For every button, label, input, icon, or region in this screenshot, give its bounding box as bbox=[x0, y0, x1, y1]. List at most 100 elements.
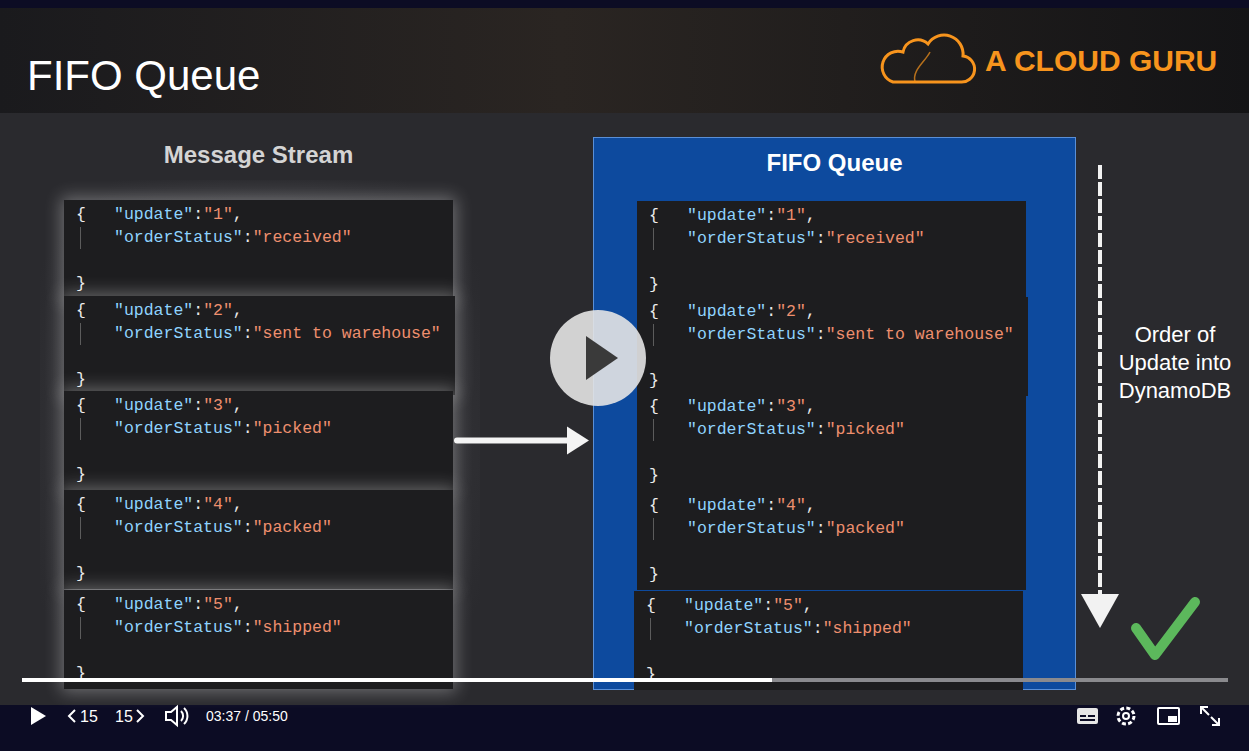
json-value: "2" bbox=[776, 302, 806, 321]
json-line: "update":"1", bbox=[687, 204, 816, 227]
pip-inner bbox=[1168, 716, 1177, 722]
json-comma: , bbox=[806, 302, 816, 321]
header-band bbox=[0, 8, 1249, 113]
json-brace: { bbox=[76, 203, 86, 226]
json-key: "orderStatus" bbox=[687, 519, 816, 538]
json-line: "orderStatus":"picked" bbox=[687, 418, 905, 441]
brace-guide bbox=[80, 323, 81, 345]
top-strip bbox=[0, 0, 1249, 8]
json-brace: } bbox=[76, 463, 86, 486]
json-comma: , bbox=[233, 595, 243, 614]
json-brace: { bbox=[649, 300, 659, 323]
json-line: "orderStatus":"received" bbox=[114, 226, 352, 249]
json-value: "4" bbox=[776, 496, 806, 515]
json-colon: : bbox=[766, 496, 776, 515]
json-brace: } bbox=[76, 662, 86, 685]
json-key: "update" bbox=[114, 205, 193, 224]
volume-waves bbox=[181, 708, 187, 724]
cloud-logo-detail bbox=[915, 52, 930, 82]
json-value: "received" bbox=[253, 228, 352, 247]
json-comma: , bbox=[803, 596, 813, 615]
brace-guide bbox=[653, 324, 654, 346]
order-arrow-shaft bbox=[1098, 165, 1102, 598]
json-line: "orderStatus":"sent to warehouse" bbox=[114, 322, 441, 345]
arrow-head bbox=[567, 427, 589, 455]
control-bar bbox=[0, 705, 1249, 751]
json-brace: { bbox=[649, 395, 659, 418]
json-value: "5" bbox=[203, 595, 233, 614]
json-key: "orderStatus" bbox=[687, 420, 816, 439]
json-value: "sent to warehouse" bbox=[253, 324, 441, 343]
skip-forward-label: 15 bbox=[115, 707, 133, 726]
message-box: {"update":"2","orderStatus":"sent to war… bbox=[64, 296, 455, 395]
json-key: "update" bbox=[114, 595, 193, 614]
json-brace: } bbox=[646, 663, 656, 686]
json-colon: : bbox=[816, 325, 826, 344]
json-brace: { bbox=[649, 494, 659, 517]
json-colon: : bbox=[816, 420, 826, 439]
json-colon: : bbox=[193, 495, 203, 514]
brace-guide bbox=[80, 617, 81, 639]
json-brace: } bbox=[649, 563, 659, 586]
json-line: "update":"5", bbox=[684, 594, 813, 617]
json-value: "sent to warehouse" bbox=[826, 325, 1014, 344]
message-box: {"update":"2","orderStatus":"sent to war… bbox=[637, 297, 1028, 396]
json-colon: : bbox=[193, 205, 203, 224]
json-key: "update" bbox=[114, 495, 193, 514]
json-brace: { bbox=[76, 394, 86, 417]
order-arrow-head bbox=[1081, 594, 1119, 628]
json-line: "update":"3", bbox=[114, 394, 243, 417]
pip-icon bbox=[1158, 708, 1179, 724]
flow-arrow bbox=[457, 427, 589, 455]
arrow-shaft bbox=[457, 438, 571, 444]
json-key: "orderStatus" bbox=[114, 228, 243, 247]
json-value: "5" bbox=[773, 596, 803, 615]
json-line: "orderStatus":"shipped" bbox=[684, 617, 912, 640]
settings-icon bbox=[1118, 708, 1134, 724]
json-value: "packed" bbox=[826, 519, 905, 538]
settings-hub bbox=[1123, 713, 1129, 719]
subtitles-icon bbox=[1077, 708, 1098, 724]
json-colon: : bbox=[243, 618, 253, 637]
json-line: "update":"4", bbox=[687, 494, 816, 517]
json-value: "picked" bbox=[826, 420, 905, 439]
time-readout: 03:37 / 05:50 bbox=[206, 708, 288, 725]
json-value: "received" bbox=[826, 229, 925, 248]
subtitles-line bbox=[1080, 715, 1086, 717]
json-comma: , bbox=[806, 496, 816, 515]
json-value: "2" bbox=[203, 301, 233, 320]
json-key: "update" bbox=[687, 206, 766, 225]
json-brace: { bbox=[646, 594, 656, 617]
json-colon: : bbox=[766, 206, 776, 225]
brace-guide bbox=[653, 419, 654, 441]
message-box: { "update":"3","orderStatus":"picked"} bbox=[64, 391, 453, 490]
json-value: "1" bbox=[203, 205, 233, 224]
json-line: "orderStatus":"picked" bbox=[114, 417, 332, 440]
json-colon: : bbox=[243, 518, 253, 537]
json-line: "orderStatus":"sent to warehouse" bbox=[687, 323, 1014, 346]
message-box: {"update":"3","orderStatus":"picked"} bbox=[637, 392, 1026, 491]
json-line: "update":"2", bbox=[114, 299, 243, 322]
json-brace: { bbox=[649, 204, 659, 227]
json-brace: } bbox=[76, 368, 86, 391]
json-brace: { bbox=[76, 593, 86, 616]
brace-guide bbox=[650, 618, 651, 640]
json-value: "shipped" bbox=[823, 619, 912, 638]
json-line: "orderStatus":"packed" bbox=[687, 517, 905, 540]
json-colon: : bbox=[193, 301, 203, 320]
stream-halo bbox=[40, 180, 480, 690]
json-line: "orderStatus":"shipped" bbox=[114, 616, 342, 639]
json-key: "update" bbox=[684, 596, 763, 615]
json-key: "orderStatus" bbox=[684, 619, 813, 638]
brace-guide bbox=[80, 517, 81, 539]
subtitles-line bbox=[1088, 715, 1095, 717]
skip-back-label: 15 bbox=[80, 707, 98, 726]
json-brace: } bbox=[649, 369, 659, 392]
json-line: "update":"4", bbox=[114, 493, 243, 516]
json-colon: : bbox=[193, 396, 203, 415]
message-box: {"update":"4","orderStatus":"packed"} bbox=[64, 490, 453, 589]
json-line: "orderStatus":"packed" bbox=[114, 516, 332, 539]
json-comma: , bbox=[806, 397, 816, 416]
queue-container: FIFO Queue{"update":"1","orderStatus":"r… bbox=[593, 137, 1076, 690]
